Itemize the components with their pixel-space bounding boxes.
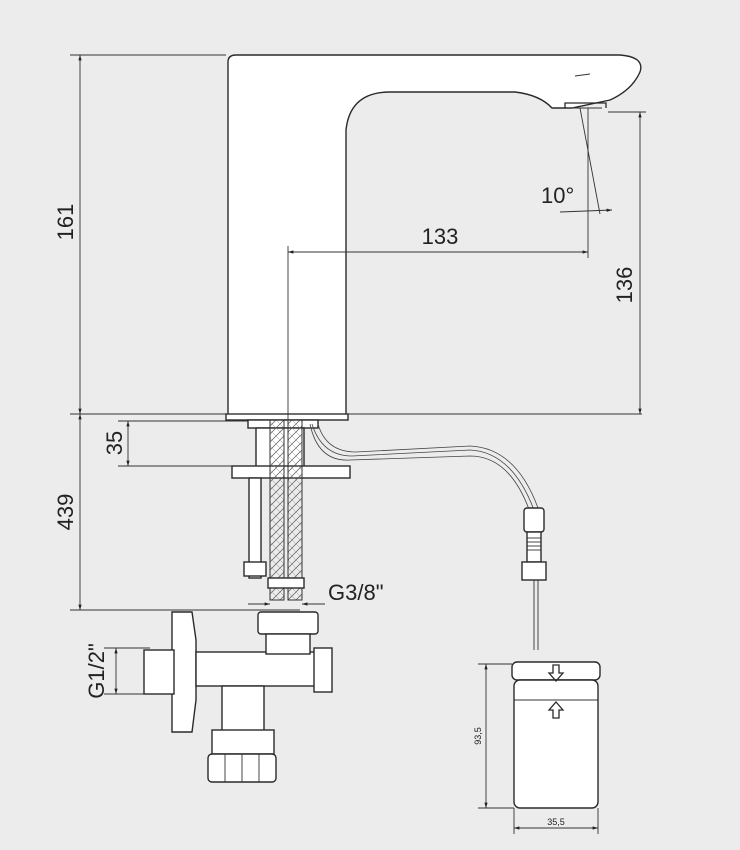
dim-thread-small: G3/8" bbox=[328, 580, 384, 605]
arrow-down-icon bbox=[547, 664, 565, 682]
dim-box-height: 93,5 bbox=[473, 727, 483, 745]
dim-35: 35 bbox=[102, 431, 127, 455]
dim-angle: 10° bbox=[541, 183, 574, 208]
dim-161: 161 bbox=[53, 204, 78, 241]
arrow-up-icon bbox=[547, 701, 565, 719]
dim-136: 136 bbox=[612, 267, 637, 304]
dim-thread-large: G1/2" bbox=[84, 643, 109, 699]
dim-439: 439 bbox=[53, 494, 78, 531]
mounting-assembly bbox=[231, 419, 539, 601]
cable-connector bbox=[521, 507, 547, 650]
dim-box-width: 35,5 bbox=[547, 817, 565, 827]
battery-box bbox=[478, 661, 601, 834]
angle-valve bbox=[143, 611, 333, 783]
dim-133: 133 bbox=[422, 224, 459, 249]
